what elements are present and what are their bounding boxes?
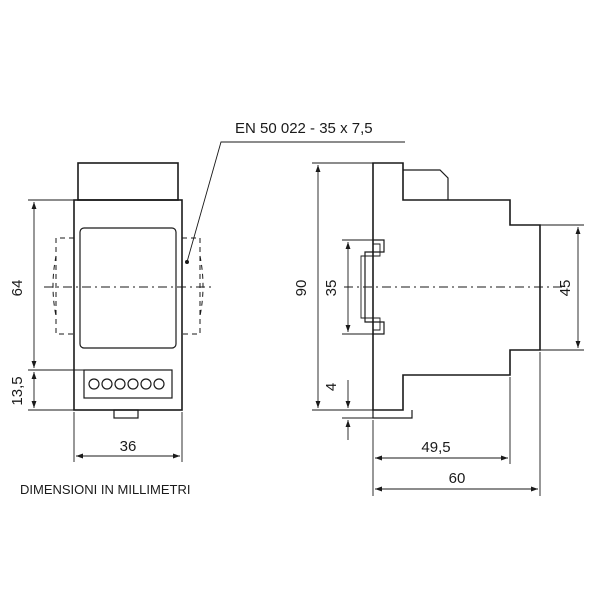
- terminal-screw: [140, 378, 152, 390]
- front-view: [44, 162, 214, 419]
- side-total-depth-label: 60: [449, 470, 466, 487]
- terminal-screw: [101, 378, 113, 390]
- terminal-screw: [114, 378, 126, 390]
- front-terminal-block: [83, 369, 173, 399]
- front-din-rail: [52, 237, 204, 335]
- terminal-screw: [127, 378, 139, 390]
- standard-leader-line: [186, 141, 405, 263]
- front-width-label: 36: [120, 438, 137, 455]
- front-height-label: 64: [9, 280, 26, 297]
- front-dimensions: 64 13,5 36: [9, 199, 183, 462]
- side-bottom-clip: [372, 410, 413, 419]
- terminal-screw: [153, 378, 165, 390]
- side-top-latch: [403, 169, 449, 200]
- terminal-screw: [88, 378, 100, 390]
- side-rail-height-label: 35: [323, 280, 340, 297]
- side-dimensions: 90 35 4 45 49,5 60: [293, 162, 584, 496]
- side-total-height-label: 90: [293, 280, 310, 297]
- units-note: DIMENSIONI IN MILLIMETRI: [20, 482, 190, 497]
- front-top-cap: [77, 162, 179, 201]
- side-view: [344, 162, 566, 419]
- side-housing: [372, 162, 541, 411]
- side-body-height-label: 45: [557, 280, 574, 297]
- front-terminal-screws: [88, 378, 165, 390]
- front-label-window: [79, 227, 177, 349]
- front-housing: [73, 199, 183, 411]
- side-clip-label: 4: [323, 383, 340, 391]
- standard-callout: EN 50 022 - 35 x 7,5: [186, 120, 405, 263]
- side-depth-label: 49,5: [421, 439, 450, 456]
- standard-label: EN 50 022 - 35 x 7,5: [235, 120, 373, 137]
- front-terminal-height-label: 13,5: [9, 376, 26, 405]
- front-bottom-clip: [113, 409, 139, 419]
